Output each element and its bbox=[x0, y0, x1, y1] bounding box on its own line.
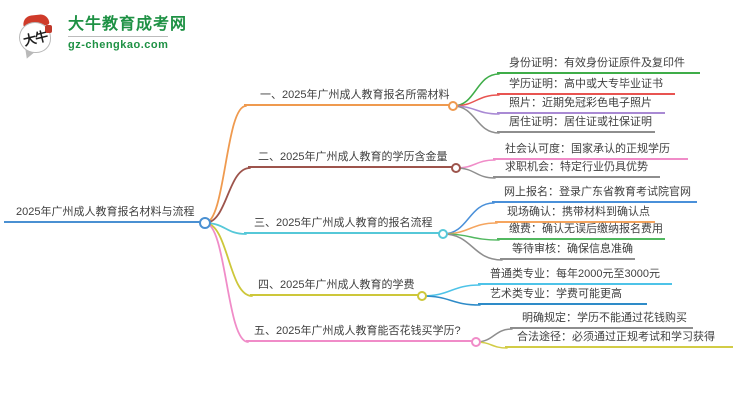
branch-3-to-leaf-4-link bbox=[442, 233, 503, 261]
leaf-4-1-node: 普通类专业：每年2000元至3000元 bbox=[478, 266, 672, 285]
branch-1-connector-dot bbox=[448, 101, 458, 111]
root-to-branch-1-link bbox=[204, 105, 247, 224]
branch-2-node: 二、2025年广州成人教育的学历含金量 bbox=[248, 149, 456, 168]
logo-speech-bubble-tail bbox=[22, 49, 35, 61]
root-to-branch-2-link bbox=[204, 167, 251, 224]
branch-5-node: 五、2025年广州成人教育能否花钱买学历? bbox=[246, 323, 476, 342]
leaf-4-2-node: 艺术类专业：学费可能更高 bbox=[478, 286, 647, 305]
branch-5-connector-dot bbox=[471, 337, 481, 347]
logo-text-block: 大牛教育成考网 gz-chengkao.com bbox=[68, 16, 187, 52]
leaf-3-4-node: 等待审核：确保信息准确 bbox=[500, 241, 635, 260]
leaf-5-1-node: 明确规定：学历不能通过花钱购买 bbox=[510, 310, 693, 329]
root-node: 2025年广州成人教育报名材料与流程 bbox=[4, 204, 205, 223]
branch-2-to-leaf-2-link bbox=[455, 167, 496, 179]
root-connector-dot bbox=[199, 217, 211, 229]
branch-3-connector-dot bbox=[438, 229, 448, 239]
leaf-1-2-node: 学历证明：高中或大专毕业证书 bbox=[497, 76, 675, 95]
leaf-1-4-node: 居住证明：居住证或社保证明 bbox=[497, 114, 655, 133]
branch-4-to-leaf-2-link bbox=[421, 295, 481, 306]
branch-2-connector-dot bbox=[451, 163, 461, 173]
leaf-3-2-node: 现场确认：携带材料到确认点 bbox=[495, 204, 655, 223]
leaf-3-1-node: 网上报名：登录广东省教育考试院官网 bbox=[492, 184, 697, 203]
branch-1-to-leaf-4-link bbox=[452, 105, 500, 134]
site-title: 大牛教育成考网 bbox=[68, 16, 188, 33]
leaf-2-2-node: 求职机会：特定行业仍具优势 bbox=[493, 159, 660, 178]
branch-4-to-leaf-1-link bbox=[421, 284, 481, 297]
root-to-branch-4-link bbox=[204, 222, 253, 297]
leaf-5-2-node: 合法途径：必须通过正规考试和学习获得 bbox=[505, 329, 733, 348]
logo-seal-icon bbox=[45, 25, 52, 33]
branch-4-connector-dot bbox=[417, 291, 427, 301]
site-domain: gz-chengkao.com bbox=[68, 36, 169, 52]
site-logo: 大牛 大牛教育成考网 gz-chengkao.com bbox=[14, 8, 187, 61]
logo-mark: 大牛 bbox=[14, 8, 62, 61]
leaf-2-1-node: 社会认可度：国家承认的正规学历 bbox=[493, 141, 688, 160]
leaf-3-3-node: 缴费：确认无误后缴纳报名费用 bbox=[497, 221, 665, 240]
branch-1-node: 一、2025年广州成人教育报名所需材料 bbox=[244, 87, 453, 106]
branch-2-to-leaf-1-link bbox=[455, 159, 496, 169]
branch-4-node: 四、2025年广州成人教育的学费 bbox=[250, 277, 422, 296]
branch-3-node: 三、2025年广州成人教育的报名流程 bbox=[244, 215, 443, 234]
root-to-branch-5-link bbox=[204, 222, 249, 343]
leaf-1-3-node: 照片：近期免冠彩色电子照片 bbox=[497, 95, 665, 114]
leaf-1-1-node: 身份证明：有效身份证原件及复印件 bbox=[497, 55, 700, 74]
